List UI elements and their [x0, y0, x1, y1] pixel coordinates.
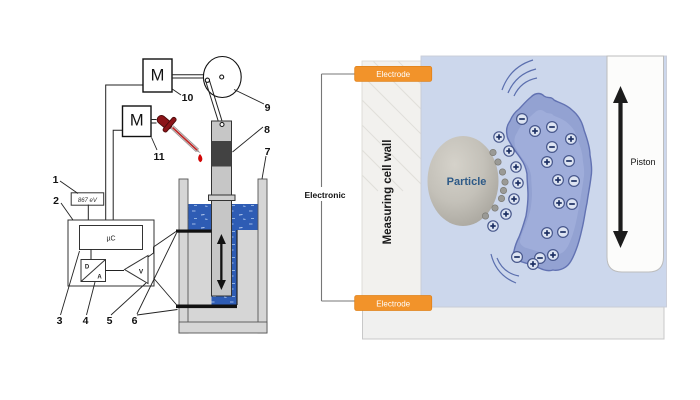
svg-text:Electrode: Electrode — [376, 299, 410, 308]
svg-text:Measuring cell wall: Measuring cell wall — [382, 140, 394, 245]
svg-text:1: 1 — [53, 174, 59, 186]
svg-text:A: A — [97, 275, 102, 281]
svg-text:9: 9 — [265, 102, 271, 114]
svg-text:Electrode: Electrode — [376, 70, 410, 79]
svg-text:5: 5 — [107, 315, 113, 327]
svg-text:M: M — [130, 112, 144, 130]
svg-text:867 eV: 867 eV — [78, 198, 98, 204]
svg-text:M: M — [151, 66, 165, 84]
svg-text:7: 7 — [265, 146, 271, 158]
svg-text:4: 4 — [83, 315, 89, 327]
svg-text:11: 11 — [153, 151, 164, 163]
svg-text:V: V — [139, 269, 144, 276]
svg-text:Electronic: Electronic — [304, 190, 345, 200]
svg-text:Particle: Particle — [447, 176, 487, 188]
svg-text:µC: µC — [106, 236, 115, 243]
svg-text:8: 8 — [264, 124, 270, 136]
svg-text:10: 10 — [182, 92, 194, 104]
svg-text:2: 2 — [53, 195, 59, 207]
svg-text:3: 3 — [57, 315, 63, 327]
svg-text:Piston: Piston — [630, 157, 655, 167]
svg-text:6: 6 — [132, 315, 138, 327]
svg-text:D: D — [85, 265, 90, 271]
